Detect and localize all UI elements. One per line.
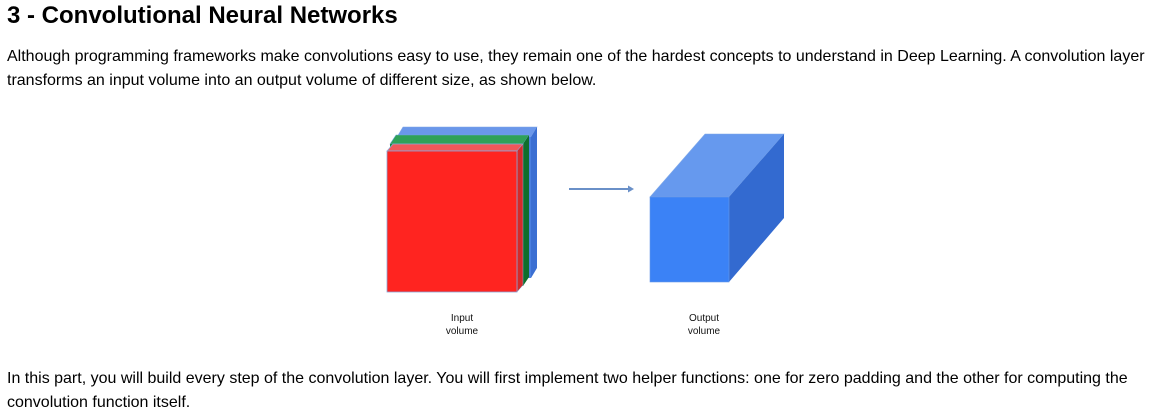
input-green-channel: [389, 134, 530, 286]
output-label-line2: volume: [687, 326, 721, 337]
arrow-icon: [569, 185, 634, 193]
input-red-channel: [386, 143, 524, 293]
input-label-line2: volume: [445, 326, 479, 337]
input-label-line1: Input: [450, 313, 474, 324]
input-volume-label: Input volume: [422, 312, 502, 338]
output-volume-cube: [649, 133, 785, 283]
input-blue-channel: [396, 126, 538, 278]
intro-paragraph: Although programming frameworks make con…: [7, 48, 1145, 89]
section-heading: 3 - Convolutional Neural Networks: [7, 2, 398, 29]
output-volume-label: Output volume: [664, 312, 744, 338]
output-label-line1: Output: [688, 313, 720, 324]
part-description-paragraph: In this part, you will build every step …: [7, 370, 1128, 411]
